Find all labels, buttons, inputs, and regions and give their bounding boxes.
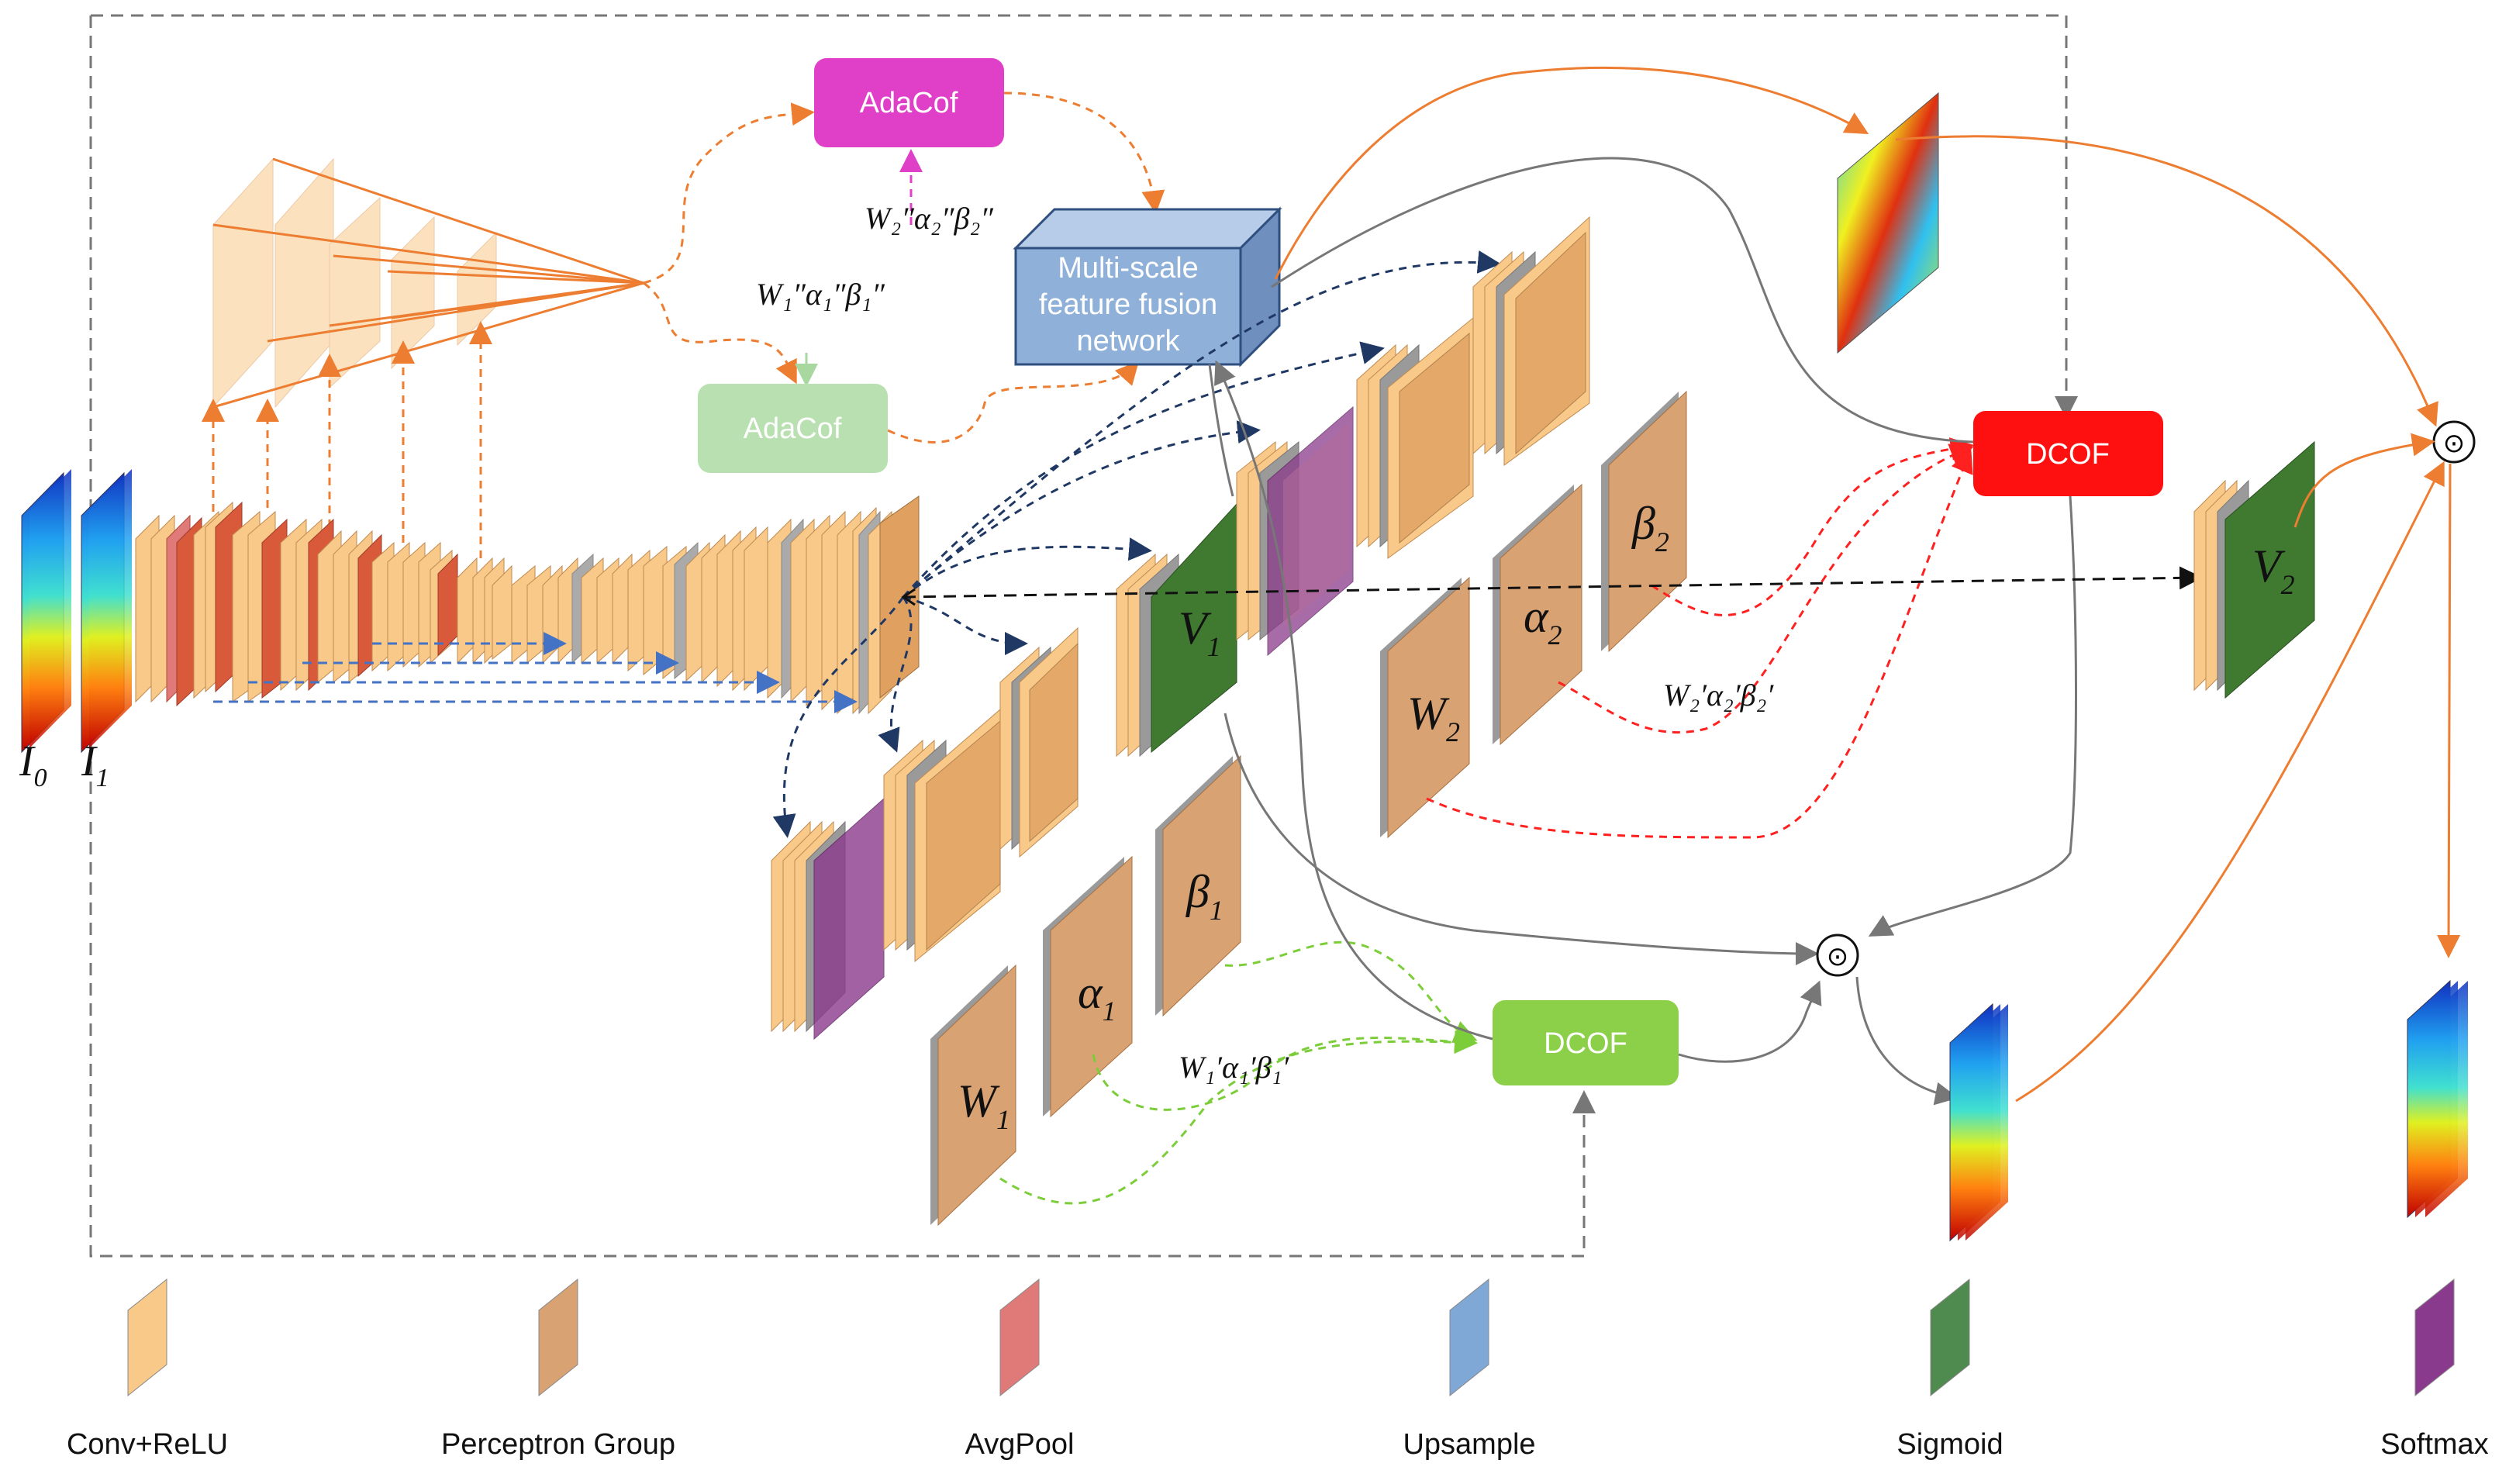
legend-label-perceptron-group: Perceptron Group (441, 1428, 675, 1461)
legend-label-softmax: Softmax (2380, 1428, 2488, 1461)
legend-swatch-conv-relu (127, 1278, 167, 1397)
encoder-blocks (135, 495, 920, 715)
adacof-mid-box (698, 384, 888, 473)
v2-connection-line (903, 566, 2203, 599)
a2-label: α2 (1524, 591, 1562, 651)
input-frame-i0 (21, 469, 71, 754)
adacof-mid-label: AdaCof (744, 412, 842, 445)
skip-arrows (213, 632, 858, 713)
a1-label: α1 (1078, 967, 1116, 1027)
decoder-block-group-5 (1356, 316, 1474, 559)
decoder-block-group-2 (883, 708, 1001, 963)
perceptron-w2 (1380, 576, 1470, 839)
v2-block (2193, 440, 2315, 699)
input-label-i1: I1 (81, 737, 109, 792)
intermediate-output-frame (1949, 1003, 2008, 1242)
fusion-label-line3: network (1076, 325, 1180, 357)
fusion-label-line2: feature fusion (1039, 288, 1217, 321)
orange-flows (1274, 66, 2461, 1103)
skip-connection-bottom-line (89, 16, 1596, 1258)
adacof-top-box (814, 58, 1004, 147)
decoder-block-group-3 (999, 626, 1079, 858)
encoder-up-arrows (202, 321, 492, 558)
decoder-block-group-1 (771, 797, 885, 1041)
dcof-red-box (1973, 411, 2163, 496)
dcof-green-label: DCOF (1544, 1027, 1627, 1060)
v1-label: V1 (1179, 602, 1221, 662)
attention-map-top (1837, 91, 1939, 354)
pyramid-lines (212, 157, 644, 409)
product-node-lower (1816, 934, 1859, 977)
perceptron-a1 (1043, 855, 1133, 1118)
legend-swatch-perceptron-group (538, 1278, 578, 1397)
perceptron-a2 (1493, 483, 1582, 746)
legend: Conv+ReLU Perceptron Group AvgPool Upsample… (67, 1278, 2489, 1461)
legend-label-sigmoid: Sigmoid (1896, 1428, 2003, 1461)
param-label-w1p: W₁′α₁′β₁′ (1179, 1050, 1289, 1085)
product-symbol-lower: ⊙ (1827, 941, 1849, 972)
legend-label-conv-relu: Conv+ReLU (67, 1428, 228, 1461)
adacof-flows (643, 91, 1165, 443)
b1-label: β1 (1186, 866, 1223, 926)
param-label-w1pp: W₁″α₁″β₁″ (756, 277, 885, 312)
v2-connection-tail (901, 588, 916, 606)
gray-flows (1208, 157, 2077, 1106)
w1-label: W1 (958, 1075, 1010, 1135)
product-symbol-upper: ⊙ (2443, 428, 2466, 459)
feature-pyramid (212, 157, 497, 409)
v2-label: V2 (2252, 540, 2295, 600)
w2-label: W2 (1407, 688, 1460, 747)
dcof-red-label: DCOF (2026, 438, 2110, 471)
legend-swatch-avgpool (999, 1278, 1040, 1397)
fusion-label-line1: Multi-scale (1058, 252, 1199, 285)
legend-label-upsample: Upsample (1403, 1428, 1535, 1461)
decoder-block-group-v1 (1116, 502, 1237, 758)
legend-swatch-softmax (2414, 1278, 2455, 1397)
legend-label-avgpool: AvgPool (965, 1428, 1075, 1461)
final-output-frame (2407, 979, 2468, 1219)
perceptron-b1 (1155, 754, 1241, 1017)
b2-label: β2 (1631, 498, 1669, 557)
skip-connection-top-line (91, 14, 2078, 419)
decoder-block-group-4 (1236, 406, 1354, 657)
fusion-network-box (1013, 206, 1282, 368)
green-flows (999, 940, 1478, 1205)
perceptron-w1 (930, 964, 1016, 1227)
red-flows (1426, 437, 1974, 839)
param-label-w2pp: W₂″α₂″β₂″ (865, 201, 994, 236)
input-label-i0: I0 (19, 737, 47, 792)
legend-swatch-sigmoid (1930, 1278, 1970, 1397)
input-frame-i1 (81, 469, 132, 754)
legend-swatch-upsample (1449, 1278, 1489, 1397)
dcof-green-box (1493, 1000, 1679, 1085)
param-label-w2p: W₂′α₂′β₂′ (1663, 678, 1774, 713)
decoder-block-group-6 (1472, 216, 1590, 466)
adacof-top-label: AdaCof (860, 87, 958, 119)
decoder-arrows (772, 250, 1501, 838)
